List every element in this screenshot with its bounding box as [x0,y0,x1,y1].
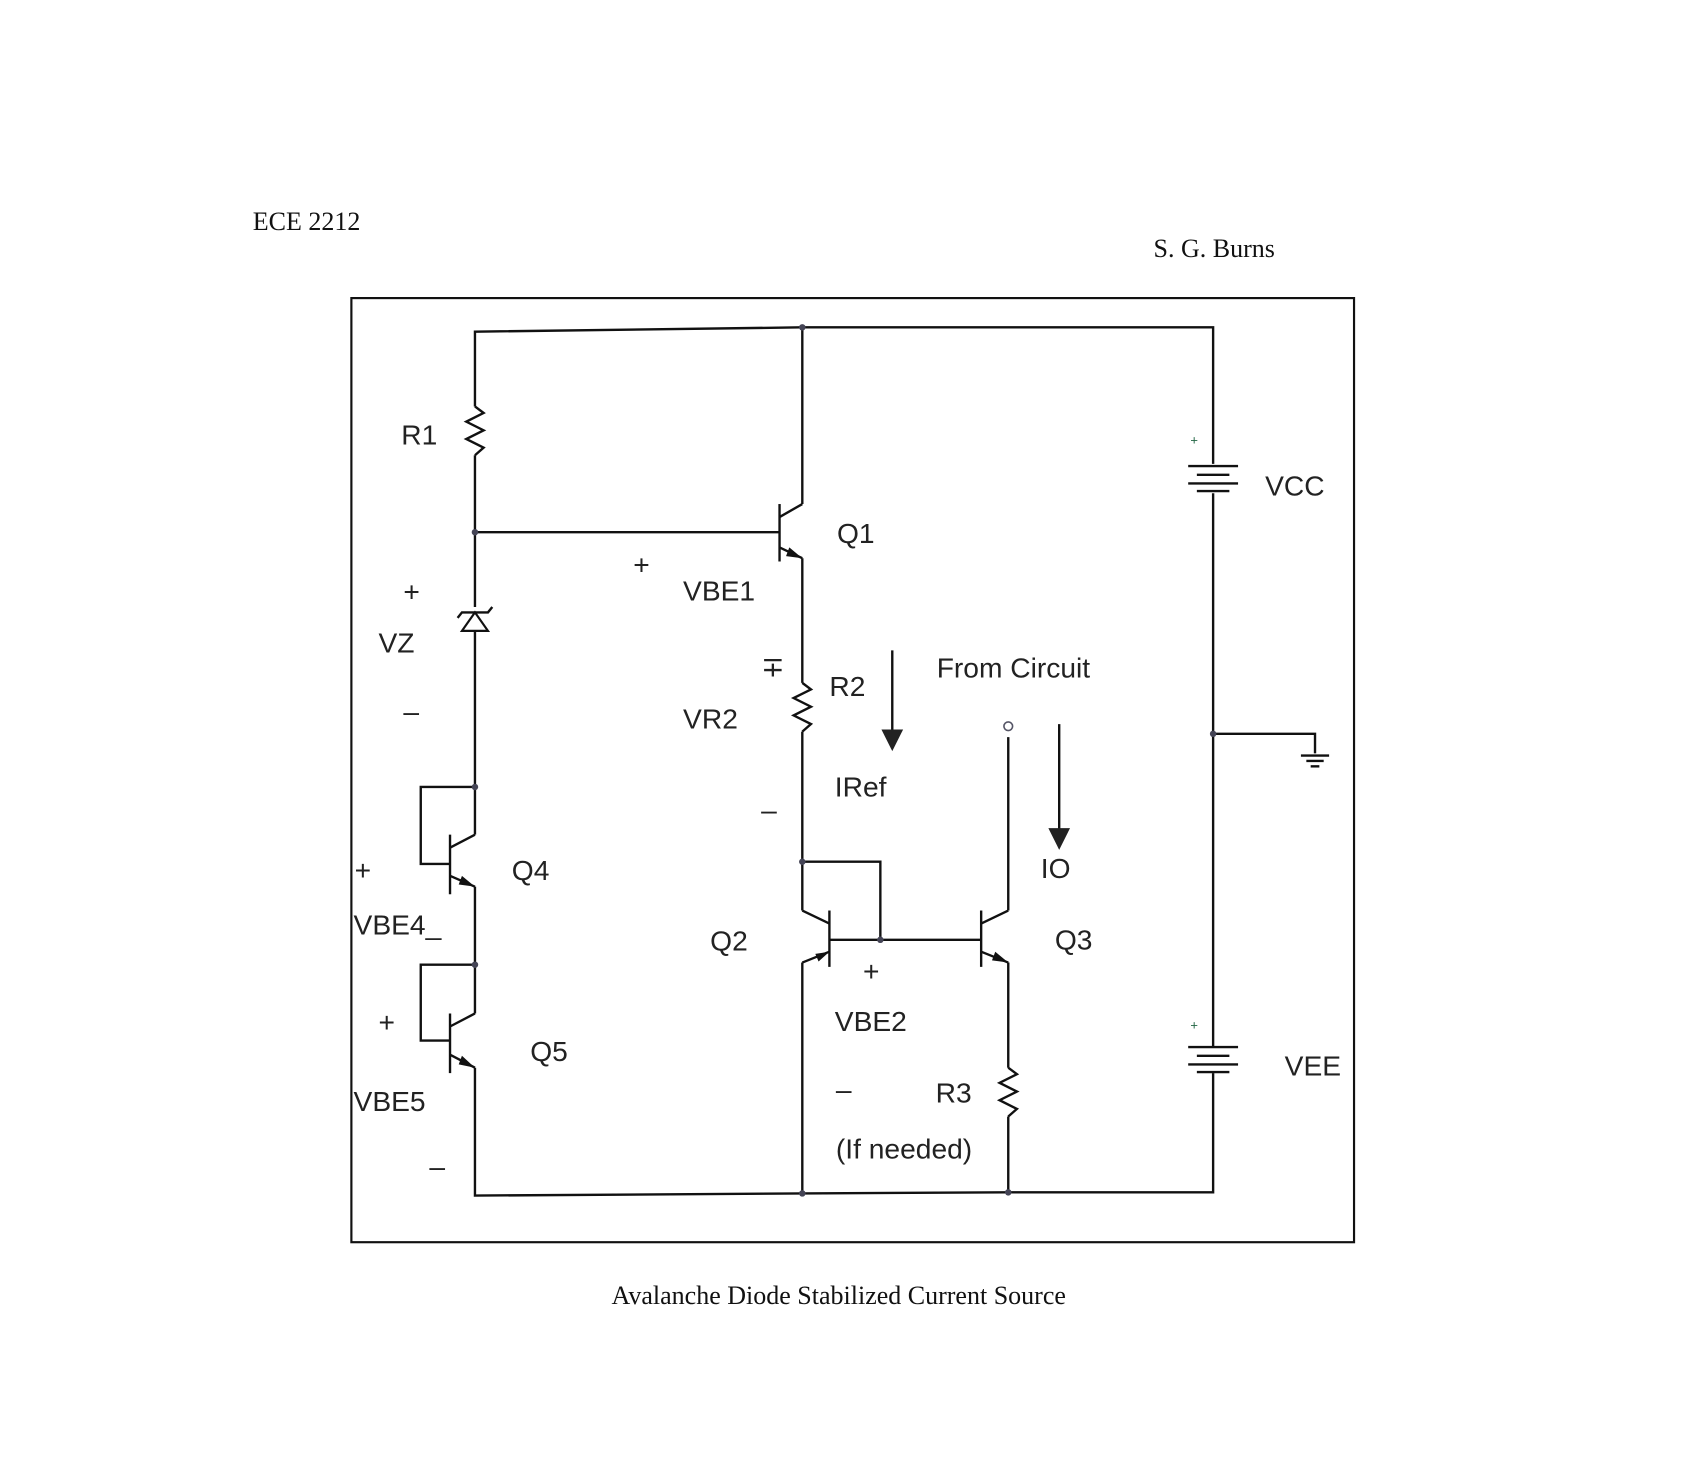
resistor-r1 [463,405,487,457]
label-io: IO [1041,852,1071,884]
vr2-minus: – [761,793,777,825]
battery-vee [1188,1045,1239,1074]
label-q4: Q4 [512,854,550,886]
label-iref: IRef [835,771,887,803]
vee-plus: + [1190,1018,1198,1033]
io-arrow-icon [1048,724,1071,850]
label-from-circuit: From Circuit [937,651,1091,683]
vbe2-minus: – [836,1073,852,1105]
diagram-frame [350,297,1356,1244]
course-label: ECE 2212 [253,207,361,236]
resistor-r2 [790,681,814,733]
label-vr2: VR2 [683,702,738,734]
iref-arrow-icon [881,650,904,752]
label-r2: R2 [829,670,865,702]
ground-icon [1300,754,1330,768]
label-vcc: VCC [1265,469,1324,501]
zener-diode [456,606,494,632]
vbe1-plus: + [633,548,649,580]
resistor-r3 [996,1066,1020,1118]
vbe5-minus: – [429,1150,445,1182]
label-vbe4: VBE4_ [354,908,442,940]
label-q3: Q3 [1055,924,1093,956]
transistor-q4 [448,833,476,895]
label-vbe5: VBE5 [354,1085,426,1117]
battery-vcc [1188,464,1239,493]
label-if-needed: (If needed) [836,1133,972,1165]
label-q5: Q5 [530,1035,568,1067]
label-vbe2: VBE2 [835,1005,907,1037]
vz-minus: – [403,695,419,727]
label-vee: VEE [1285,1049,1341,1081]
vbe5-plus: + [378,1006,394,1038]
label-r1: R1 [401,418,437,450]
vcc-plus: + [1190,432,1198,447]
label-vz: VZ [378,627,414,659]
vr2-plus-minus: ∓ [761,650,785,682]
transistor-q5 [448,1012,476,1074]
label-vbe1: VBE1 [683,575,755,607]
transistor-q3 [979,909,1009,967]
vbe2-plus: + [863,955,879,987]
output-terminal-icon [1003,721,1014,732]
transistor-q1 [778,503,803,562]
junction-dots [471,324,1217,1197]
label-r3: R3 [936,1076,972,1108]
figure-caption: Avalanche Diode Stabilized Current Sourc… [612,1281,1066,1310]
label-q1: Q1 [837,517,875,549]
vbe4-plus: + [355,854,371,886]
transistor-q2 [801,909,831,967]
label-q2: Q2 [710,925,748,957]
wires [419,326,1317,1197]
author-label: S. G. Burns [1154,234,1275,263]
vz-plus: + [403,576,419,608]
